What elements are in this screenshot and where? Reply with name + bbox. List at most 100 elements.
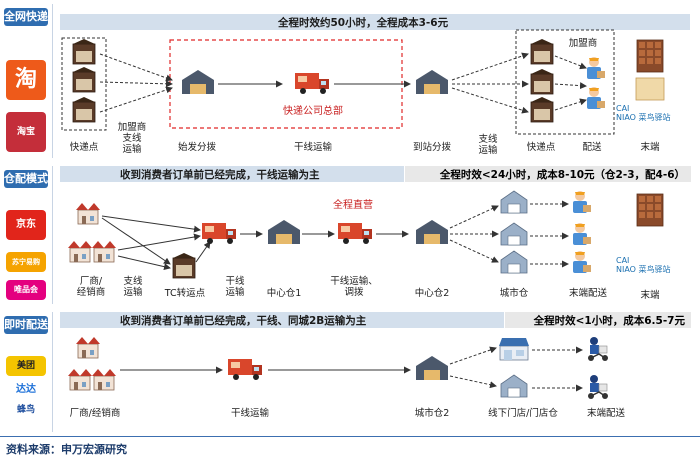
source-note: 资料来源：申万宏源研究 bbox=[6, 443, 127, 456]
pickup-point-icon bbox=[72, 38, 96, 65]
sidebar-express bbox=[0, 4, 53, 158]
logo-dada: 达达 bbox=[6, 382, 46, 398]
pickup-point-icon bbox=[530, 38, 554, 65]
trunk-truck-icon bbox=[202, 223, 236, 244]
franchise-label: 加盟商 bbox=[568, 38, 598, 49]
label-trunk-3: 干线运输 bbox=[230, 408, 269, 419]
highlight-warehouse-text: 全程时效<24小时，成本8-10元（仓2-3，配4-6） bbox=[439, 169, 685, 181]
pickup-point-icon bbox=[530, 96, 554, 123]
factory-icon bbox=[75, 336, 101, 359]
banner-instant-text: 收到消费者订单前已经完成，干线、同城2B运输为主 bbox=[120, 315, 367, 327]
sidebar-warehouse bbox=[0, 166, 53, 304]
label-trunk: 干线运输 bbox=[293, 142, 332, 153]
city-warehouse-2-icon bbox=[416, 356, 448, 380]
category-label-warehouse: 仓配模式 bbox=[4, 170, 48, 188]
label-manufacturer-3: 厂商/经销商 bbox=[69, 408, 121, 419]
logo-suning: 苏宁易购 bbox=[6, 252, 46, 272]
store-icon bbox=[498, 337, 530, 361]
hq-label: 快递公司总部 bbox=[283, 106, 343, 117]
label-store: 线下门店/门店仓 bbox=[488, 408, 558, 419]
label-tc: TC转运点 bbox=[164, 288, 206, 299]
delivery-arrows bbox=[554, 55, 587, 111]
label-pickup-right: 快递点 bbox=[526, 142, 556, 153]
locker-icon bbox=[636, 39, 664, 73]
label-city-warehouse-2: 城市仓2 bbox=[414, 408, 450, 419]
trunk-truck-icon bbox=[228, 359, 262, 380]
pickup-point-icon bbox=[72, 96, 96, 123]
locker-icon bbox=[636, 193, 664, 227]
label-last-mile: 末端配送 bbox=[568, 288, 607, 299]
pickup-group-box bbox=[61, 37, 107, 131]
center-warehouse-2-icon bbox=[416, 220, 448, 244]
sidebar-instant bbox=[0, 312, 53, 432]
label-destination-hub: 到站分拨 bbox=[412, 142, 451, 153]
logo-meituan: 美团 bbox=[6, 356, 46, 376]
pickup-point-icon bbox=[530, 68, 554, 95]
courier-icon bbox=[573, 191, 591, 213]
courier-icon bbox=[587, 57, 605, 79]
tc-transfer-icon bbox=[172, 252, 196, 279]
highlight-instant: 全程时效<1小时，成本6.5-7元 bbox=[504, 312, 691, 328]
label-manufacturer: 厂商/ 经销商 bbox=[76, 276, 106, 298]
label-origin-hub: 始发分拨 bbox=[177, 142, 216, 153]
factory-icon bbox=[75, 202, 101, 225]
city-arrows bbox=[449, 205, 499, 263]
highlight-warehouse: 全程时效<24小时，成本8-10元（仓2-3，配4-6） bbox=[404, 166, 691, 182]
label-center-2: 中心仓2 bbox=[414, 288, 450, 299]
factory-icon bbox=[91, 240, 117, 263]
label-trunk-transfer: 干线运输、 调拨 bbox=[330, 276, 378, 298]
trunk-truck-icon bbox=[295, 73, 329, 94]
label-end: 末端 bbox=[640, 142, 660, 153]
courier-icon bbox=[573, 251, 591, 273]
label-trunk-2: 干线 运输 bbox=[225, 276, 245, 298]
label-city-warehouse: 城市仓 bbox=[499, 288, 529, 299]
factory-icon bbox=[67, 240, 93, 263]
banner-express: 全程时效约50小时，全程成本3-6元 bbox=[60, 14, 690, 30]
rider-icon bbox=[587, 374, 609, 400]
destination-hub-icon bbox=[416, 70, 448, 94]
label-pickup-left: 快递点 bbox=[69, 142, 99, 153]
label-last-mile-3: 末端配送 bbox=[586, 408, 625, 419]
logo-fengniao: 蜂鸟 bbox=[6, 402, 46, 418]
franchise-box bbox=[515, 29, 615, 135]
courier-icon bbox=[573, 223, 591, 245]
last-mile-arrows bbox=[530, 200, 569, 268]
category-label-instant: 即时配送 bbox=[4, 316, 48, 334]
label-franchise-branch: 加盟商 支线 运输 bbox=[117, 122, 147, 155]
label-branch-2: 支线 运输 bbox=[123, 276, 143, 298]
city-warehouse-icon bbox=[500, 250, 528, 274]
banner-instant: 收到消费者订单前已经完成，干线、同城2B运输为主 全程时效<1小时，成本6.5-… bbox=[60, 312, 691, 328]
factory-icon bbox=[67, 368, 93, 391]
direct-label: 全程直营 bbox=[333, 200, 373, 211]
transfer-truck-icon bbox=[338, 223, 372, 244]
banner-express-text: 全程时效约50小时，全程成本3-6元 bbox=[278, 17, 449, 29]
label-end-2: 末端 bbox=[640, 290, 660, 301]
label-center-1: 中心仓1 bbox=[266, 288, 302, 299]
banner-warehouse: 收到消费者订单前已经完成，干线运输为主 全程时效<24小时，成本8-10元（仓2… bbox=[60, 166, 691, 182]
courier-icon bbox=[587, 87, 605, 109]
feeder-arrows bbox=[99, 53, 173, 113]
origin-hub-icon bbox=[182, 70, 214, 94]
city-warehouse-icon bbox=[500, 222, 528, 246]
center-warehouse-1-icon bbox=[268, 220, 300, 244]
city-warehouse-icon bbox=[500, 190, 528, 214]
logo-taobao: 淘 bbox=[6, 60, 46, 100]
logo-tmall: 淘宝 bbox=[6, 112, 46, 152]
logo-vip: 唯品会 bbox=[6, 280, 46, 300]
store-warehouse-icon bbox=[500, 374, 528, 398]
rider-arrows bbox=[532, 346, 583, 392]
footer-divider bbox=[0, 436, 700, 437]
label-branch-transport: 支线 运输 bbox=[478, 134, 498, 156]
logo-jd: 京东 bbox=[6, 210, 46, 240]
banner-warehouse-text: 收到消费者订单前已经完成，干线运输为主 bbox=[120, 169, 320, 181]
rider-icon bbox=[587, 336, 609, 362]
label-delivery: 配送 bbox=[582, 142, 602, 153]
category-label-express: 全网快递 bbox=[4, 8, 48, 26]
highlight-instant-text: 全程时效<1小时，成本6.5-7元 bbox=[533, 315, 685, 327]
store-arrows bbox=[449, 346, 497, 389]
branch-arrows bbox=[451, 52, 529, 114]
